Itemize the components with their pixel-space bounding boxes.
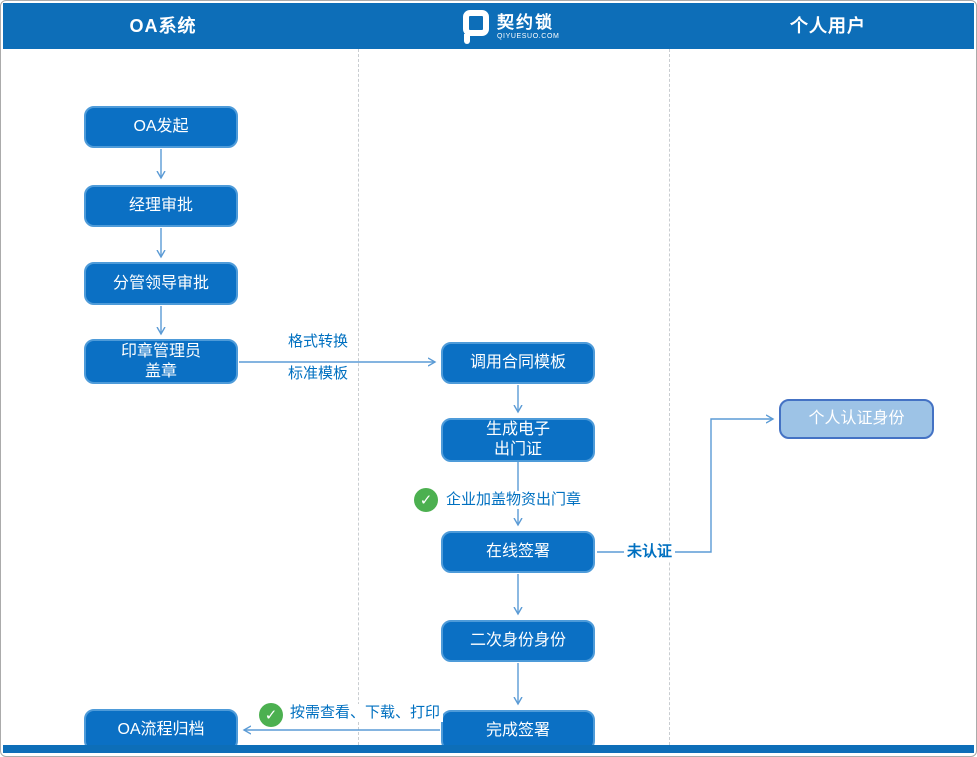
node-label: 在线签署 — [485, 543, 550, 560]
check-icon: ✓ — [259, 703, 283, 727]
node-label: 完成签署 — [485, 721, 550, 739]
check-icon: ✓ — [414, 488, 438, 512]
node-label-line1: 生成电子 — [485, 421, 550, 438]
qiyuesuo-logo: 契约锁 QIYUESUO.COM — [463, 9, 559, 45]
label-not-authenticated: 未认证 — [624, 543, 676, 561]
node-label-line2: 出门证 — [493, 441, 542, 458]
node-label-line2: 盖章 — [144, 362, 177, 380]
logo-domain-text: QIYUESUO.COM — [497, 33, 560, 40]
logo-brand-name: 契约锁 — [497, 13, 554, 32]
label-view-download-print: 按需查看、下载、打印 — [287, 704, 444, 722]
check-glyph: ✓ — [264, 707, 278, 724]
node-complete-sign: 完成签署 — [441, 710, 595, 751]
label-enterprise-seal: 企业加盖物资出门章 — [443, 491, 585, 509]
node-label: 调用合同模板 — [469, 354, 566, 371]
node-personal-auth-identity: 个人认证身份 — [779, 399, 934, 439]
node-call-contract-template: 调用合同模板 — [441, 342, 595, 384]
check-glyph: ✓ — [419, 492, 433, 509]
header-bar: OA系统 契约锁 QIYUESUO.COM 个人用户 — [3, 3, 974, 49]
node-label: 个人认证身份 — [808, 410, 905, 427]
footer-bar — [3, 745, 974, 753]
node-manager-approval: 经理审批 — [84, 185, 238, 227]
label-standard-template: 标准模板 — [285, 365, 352, 383]
lane-title-oa-system: OA系统 — [129, 16, 197, 36]
node-online-sign: 在线签署 — [441, 531, 595, 573]
node-label: OA发起 — [133, 118, 189, 135]
node-leader-approval: 分管领导审批 — [84, 262, 238, 305]
lane-divider-right — [669, 49, 670, 745]
node-label: 二次身份身份 — [469, 632, 566, 649]
lane-title-personal-user: 个人用户 — [790, 16, 866, 36]
node-oa-initiate: OA发起 — [84, 106, 238, 148]
label-format-convert: 格式转换 — [285, 333, 352, 351]
node-label: 分管领导审批 — [112, 274, 209, 292]
arrow-sign-to-personal-auth — [597, 419, 773, 553]
node-label-line1: 印章管理员 — [120, 342, 201, 360]
node-generate-exit-pass: 生成电子 出门证 — [441, 418, 595, 462]
qiyuesuo-logo-icon — [463, 9, 490, 45]
lane-divider-left — [358, 49, 359, 745]
node-second-identity: 二次身份身份 — [441, 620, 595, 662]
node-label: OA流程归档 — [117, 721, 205, 738]
node-seal-admin-stamp: 印章管理员 盖章 — [84, 339, 238, 384]
node-label: 经理审批 — [128, 197, 193, 214]
